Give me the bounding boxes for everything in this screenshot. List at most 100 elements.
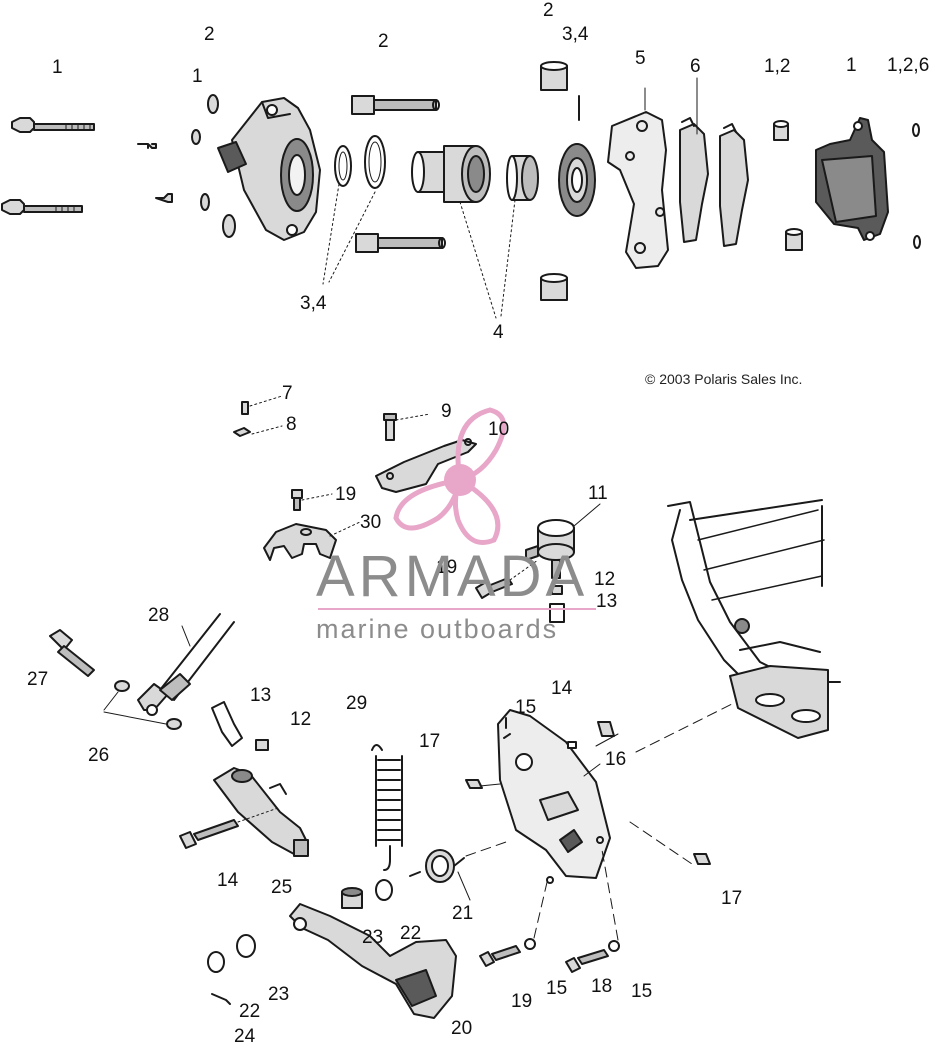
caliper-bolt-upper xyxy=(11,117,95,133)
caliper-bracket xyxy=(607,111,669,269)
bolt-19-middle xyxy=(475,577,513,599)
washer-15-lower-right xyxy=(608,940,620,952)
callout-label: 29 xyxy=(346,693,368,714)
oring-upper-right xyxy=(912,123,920,137)
nut-17-right xyxy=(693,853,711,865)
callout-label: 2 xyxy=(204,24,215,45)
callout-label: 26 xyxy=(88,745,110,766)
callout-label: 15 xyxy=(631,981,653,1002)
callout-label: 19 xyxy=(436,557,458,578)
callout-label: 3,4 xyxy=(562,24,589,45)
master-cylinder xyxy=(213,767,309,857)
callout-label: 8 xyxy=(286,414,297,435)
bleeder-screw xyxy=(137,143,157,149)
callout-label: 10 xyxy=(488,419,510,440)
caliper-piston xyxy=(411,145,491,203)
callout-label: 1 xyxy=(846,55,857,76)
callout-label: 18 xyxy=(591,976,613,997)
washer-3 xyxy=(200,193,210,211)
nut-17-left xyxy=(465,779,483,789)
callout-label: 6 xyxy=(690,56,701,77)
bolt-14-lower xyxy=(179,819,239,849)
caliper-pin-lower xyxy=(355,233,446,253)
callout-label: 2 xyxy=(543,0,554,21)
callout-label: 14 xyxy=(551,678,573,699)
washer-15-upper xyxy=(567,741,577,749)
piston-insert xyxy=(506,155,539,201)
callout-label: 1 xyxy=(192,66,203,87)
callout-label: 14 xyxy=(217,870,239,891)
callout-label: 15 xyxy=(546,978,568,999)
vehicle-frame xyxy=(667,499,841,739)
callout-label: 11 xyxy=(588,483,608,504)
bolt-9 xyxy=(383,413,397,441)
callout-label: 30 xyxy=(360,512,382,533)
washer-22-upper xyxy=(375,879,393,901)
callout-label: 24 xyxy=(234,1026,256,1047)
callout-label: 1,2,6 xyxy=(887,55,930,76)
bushing-23-upper xyxy=(341,887,363,909)
sleeve-upper xyxy=(773,120,789,141)
callout-label: 17 xyxy=(721,888,743,909)
reservoir-bracket xyxy=(375,438,477,493)
callout-label: 9 xyxy=(441,401,452,422)
brake-pedal xyxy=(289,903,457,1019)
callout-label: 13 xyxy=(596,591,618,612)
pedal-mount-plate xyxy=(497,709,611,884)
bolt-19-lower xyxy=(479,945,521,967)
callout-label: 22 xyxy=(400,923,422,944)
piston-seal-small xyxy=(334,145,352,187)
copyright-notice: © 2003 Polaris Sales Inc. xyxy=(645,371,803,387)
callout-label: 17 xyxy=(419,731,441,752)
clamp-30 xyxy=(263,523,337,561)
caliper-bolt-lower xyxy=(1,199,83,215)
callout-label: 5 xyxy=(635,48,646,69)
callout-label: 22 xyxy=(239,1001,261,1022)
callout-label: 25 xyxy=(271,877,293,898)
callout-label: 1,2 xyxy=(764,56,791,77)
washer-15-lower-left xyxy=(524,938,536,950)
washer-2 xyxy=(207,94,219,114)
washer-26-lower xyxy=(166,718,182,730)
brake-rod xyxy=(137,613,235,716)
brake-pad-inner xyxy=(679,117,709,243)
washer-1 xyxy=(191,129,201,145)
oring-lower-right xyxy=(913,235,921,249)
bolt-18 xyxy=(565,949,609,973)
callout-label: 7 xyxy=(282,383,293,404)
callout-label: 28 xyxy=(148,605,170,626)
callout-label: 19 xyxy=(335,484,357,505)
callout-label: 20 xyxy=(451,1018,473,1039)
torsion-spring xyxy=(409,849,465,883)
bolt-19-upper xyxy=(291,489,303,511)
bushing-lower xyxy=(540,273,568,301)
callout-label: 23 xyxy=(268,984,290,1005)
bolt-27 xyxy=(49,629,95,677)
washer-4 xyxy=(222,214,236,238)
piston-seal-large xyxy=(364,135,386,189)
callout-label: 12 xyxy=(594,569,616,590)
hose-clamp-12 xyxy=(551,585,563,595)
bushing-upper xyxy=(540,61,568,91)
piston-boot xyxy=(558,143,596,217)
callout-label: 21 xyxy=(452,903,474,924)
callout-label: 12 xyxy=(290,709,312,730)
watermark-title: ARMADA xyxy=(316,544,589,609)
return-spring xyxy=(371,744,403,871)
callout-label: 1 xyxy=(52,57,63,78)
cotter-24 xyxy=(211,993,231,1005)
washer-23-lower xyxy=(236,934,256,958)
sleeve-lower xyxy=(785,228,803,251)
callout-label: 19 xyxy=(511,991,533,1012)
brake-pad-outer xyxy=(719,123,749,247)
caliper-outer-half xyxy=(815,117,889,241)
callout-label: 13 xyxy=(250,685,272,706)
leader-lines-top xyxy=(322,77,698,319)
hose-13-lower xyxy=(211,701,243,747)
callout-label: 23 xyxy=(362,927,384,948)
callout-label: 3,4 xyxy=(300,293,327,314)
caliper-pin-upper xyxy=(351,95,440,115)
propeller-logo-icon xyxy=(393,407,507,545)
